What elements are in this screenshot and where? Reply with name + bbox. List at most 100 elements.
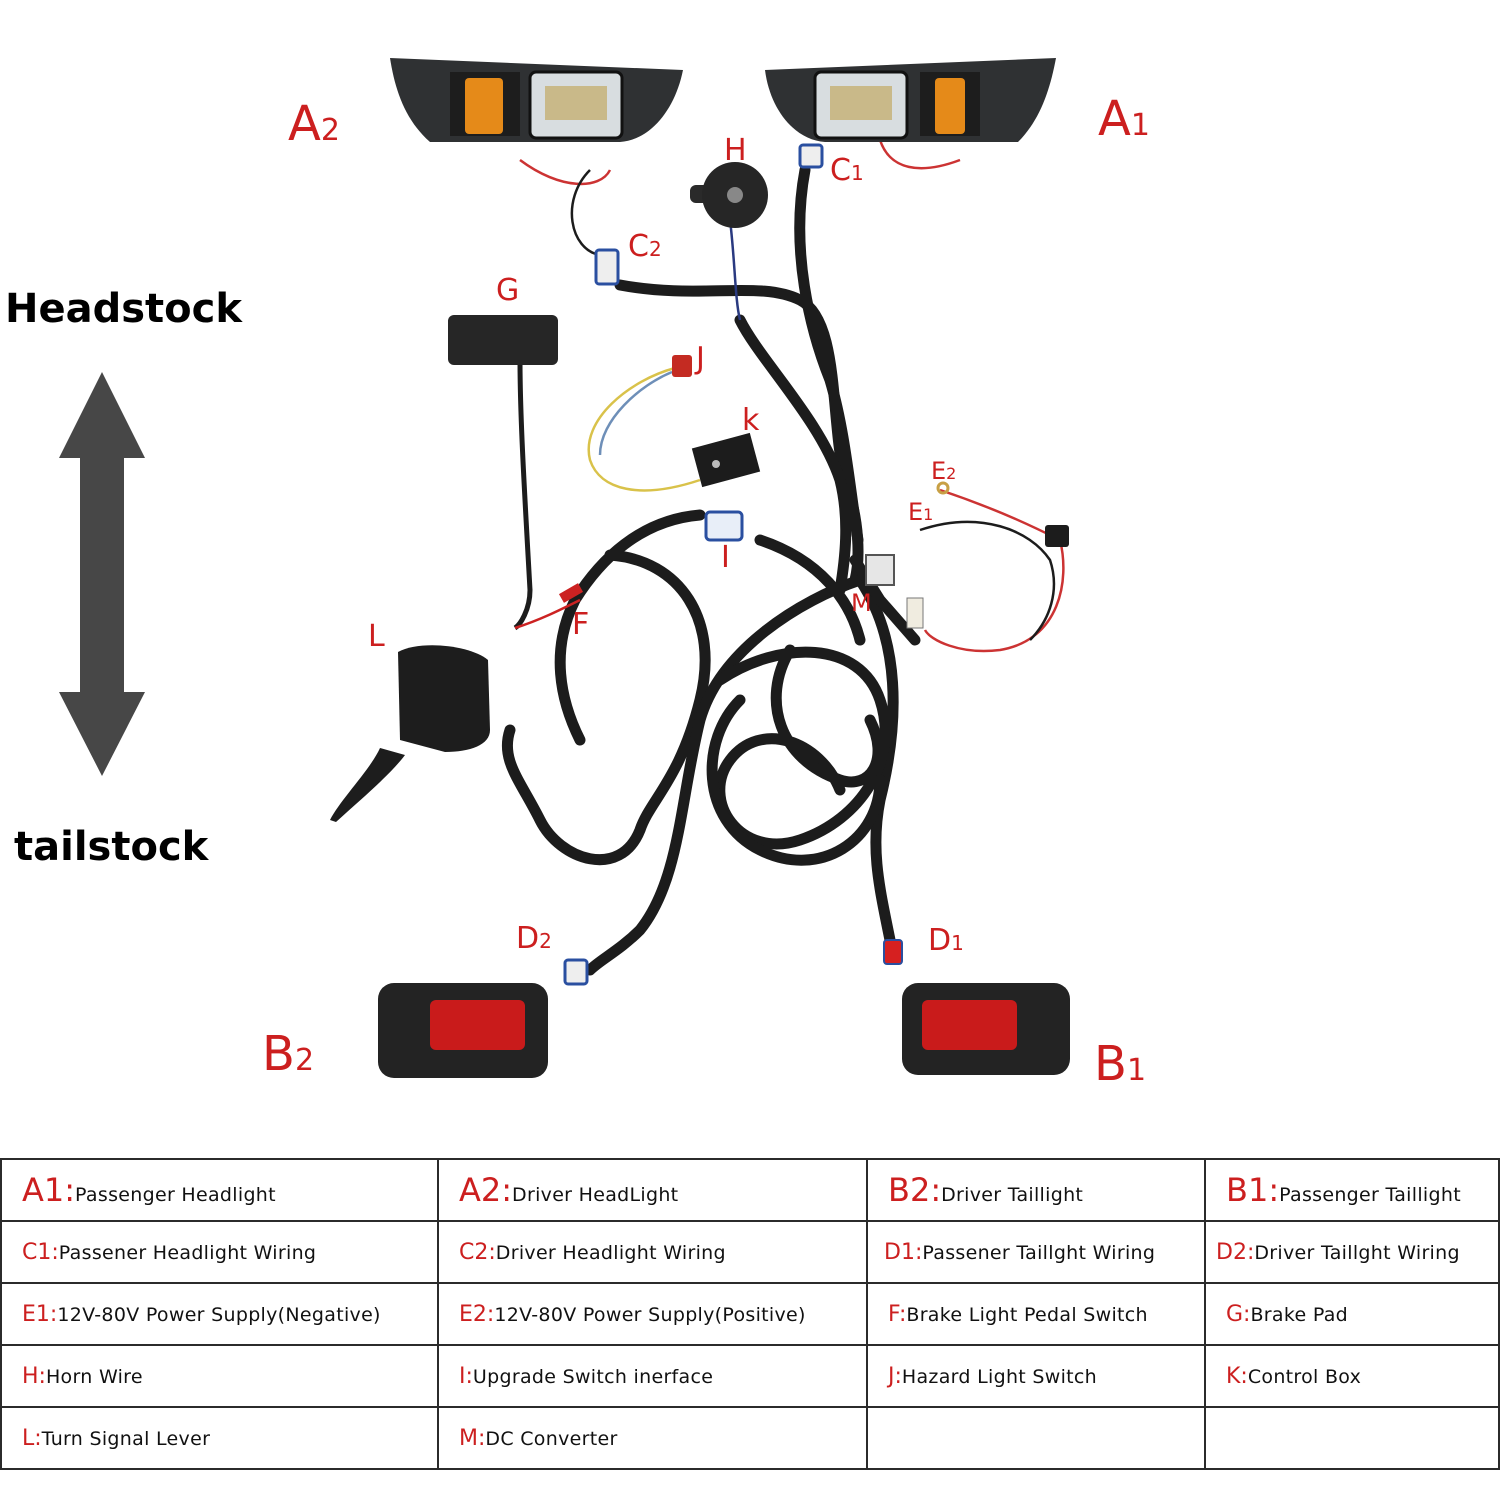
legend-key: D2:	[1216, 1239, 1255, 1265]
legend-desc: Passener Taillght Wiring	[922, 1241, 1156, 1264]
brake-switch	[558, 583, 584, 603]
legend-row: C1:Passener Headlight Wiring C2:Driver H…	[0, 1220, 1500, 1284]
legend-table: A1:Passenger Headlight A2:Driver HeadLig…	[0, 1158, 1500, 1470]
legend-key: J:	[888, 1363, 902, 1389]
label-m: M	[851, 589, 872, 617]
legend-desc: DC Converter	[485, 1427, 618, 1450]
cable-loop-1	[714, 646, 891, 850]
legend-cell: B1:Passenger Taillight	[1204, 1158, 1500, 1222]
cable-l	[501, 549, 711, 865]
connector-m	[906, 597, 924, 629]
cable-d2	[584, 574, 866, 976]
label-b1: B1	[1094, 1036, 1147, 1092]
legend-key: I:	[459, 1363, 473, 1389]
legend-cell: M:DC Converter	[437, 1406, 868, 1470]
diagram-artwork	[59, 58, 1070, 1078]
legend-desc: Driver Taillght Wiring	[1254, 1241, 1460, 1264]
legend-cell: F:Brake Light Pedal Switch	[866, 1282, 1206, 1346]
label-g: G	[496, 273, 520, 308]
headstock-label: Headstock	[5, 286, 242, 332]
legend-desc: Passenger Taillight	[1279, 1184, 1461, 1206]
label-a2: A2	[288, 96, 340, 152]
dc-converter	[865, 554, 895, 586]
legend-desc: Driver Taillight	[941, 1184, 1084, 1206]
legend-key: C1:	[22, 1239, 59, 1265]
thin-wires	[514, 139, 1065, 653]
legend-row: L:Turn Signal Lever M:DC Converter	[0, 1406, 1500, 1470]
legend-key: G:	[1226, 1301, 1251, 1327]
legend-cell: D1:Passener Taillght Wiring	[866, 1220, 1206, 1284]
double-arrow-icon	[59, 372, 145, 776]
legend-cell: C2:Driver Headlight Wiring	[437, 1220, 868, 1284]
connector-d2	[563, 958, 589, 986]
connector-d1	[883, 939, 903, 965]
taillight-b2	[378, 983, 548, 1078]
ring-terminal-e2	[936, 481, 950, 495]
legend-desc: 12V-80V Power Supply(Negative)	[57, 1303, 381, 1326]
label-c2: C2	[628, 229, 662, 264]
label-f: F	[572, 607, 590, 642]
legend-cell: J:Hazard Light Switch	[866, 1344, 1206, 1408]
label-i: I	[721, 540, 730, 575]
label-e1: E1	[908, 498, 934, 526]
legend-desc: Control Box	[1247, 1365, 1362, 1388]
legend-desc: Driver Headlight Wiring	[495, 1241, 726, 1264]
legend-cell: D2:Driver Taillght Wiring	[1204, 1220, 1500, 1284]
legend-key: E1:	[22, 1301, 58, 1327]
legend-cell-empty	[866, 1406, 1206, 1470]
label-d2: D2	[516, 921, 552, 956]
connector-i	[704, 510, 744, 542]
legend-desc: Brake Light Pedal Switch	[906, 1303, 1148, 1326]
legend-row: A1:Passenger Headlight A2:Driver HeadLig…	[0, 1158, 1500, 1222]
legend-key: B1:	[1226, 1171, 1280, 1209]
legend-row: H:Horn Wire I:Upgrade Switch inerface J:…	[0, 1344, 1500, 1408]
cable-c1	[794, 164, 864, 546]
connector-c1	[798, 143, 824, 169]
label-c1: C1	[830, 153, 864, 188]
legend-cell: C1:Passener Headlight Wiring	[0, 1220, 439, 1284]
legend-key: E2:	[459, 1301, 495, 1327]
legend-desc: Passenger Headlight	[75, 1184, 276, 1206]
headlight-a1	[765, 58, 1056, 142]
label-d1: D1	[928, 923, 964, 958]
cable-i-right	[754, 534, 866, 646]
legend-key: A1:	[22, 1171, 76, 1209]
turn-signal-lever	[330, 645, 490, 822]
legend-cell: L:Turn Signal Lever	[0, 1406, 439, 1470]
cable-loop-3	[770, 644, 884, 788]
legend-key: B2:	[888, 1171, 942, 1209]
fuse-holder	[1045, 525, 1069, 547]
legend-row: E1:12V-80V Power Supply(Negative) E2:12V…	[0, 1282, 1500, 1346]
tailstock-label: tailstock	[14, 824, 209, 870]
legend-cell: H:Horn Wire	[0, 1344, 439, 1408]
legend-desc: Hazard Light Switch	[901, 1365, 1098, 1388]
label-e2: E2	[931, 457, 957, 485]
legend-cell: E2:12V-80V Power Supply(Positive)	[437, 1282, 868, 1346]
legend-cell: K:Control Box	[1204, 1344, 1500, 1408]
harness-cables	[501, 164, 921, 976]
hazard-switch	[672, 355, 692, 377]
label-j: J	[696, 341, 705, 376]
control-box	[691, 432, 761, 488]
legend-key: A2:	[459, 1171, 513, 1209]
horn	[690, 162, 768, 228]
legend-cell: I:Upgrade Switch inerface	[437, 1344, 868, 1408]
legend-desc: Brake Pad	[1250, 1303, 1349, 1326]
wiring-diagram: Headstock tailstock A2 A1 H C1 C2 G J k …	[5, 58, 1150, 1092]
legend-cell: G:Brake Pad	[1204, 1282, 1500, 1346]
label-l: L	[368, 619, 385, 654]
label-k: k	[742, 403, 760, 438]
label-a1: A1	[1098, 91, 1150, 147]
legend-desc: 12V-80V Power Supply(Positive)	[494, 1303, 806, 1326]
label-h: H	[724, 133, 747, 168]
label-b2: B2	[262, 1026, 315, 1082]
cable-m	[849, 554, 921, 646]
legend-desc: Passener Headlight Wiring	[58, 1241, 317, 1264]
brake-pad	[448, 315, 558, 365]
cable-horn-branch	[734, 314, 852, 596]
legend-key: K:	[1226, 1363, 1248, 1389]
legend-desc: Upgrade Switch inerface	[472, 1365, 714, 1388]
legend-desc: Turn Signal Lever	[41, 1427, 211, 1450]
legend-desc: Driver HeadLight	[512, 1184, 679, 1206]
legend-cell: A1:Passenger Headlight	[0, 1158, 439, 1222]
